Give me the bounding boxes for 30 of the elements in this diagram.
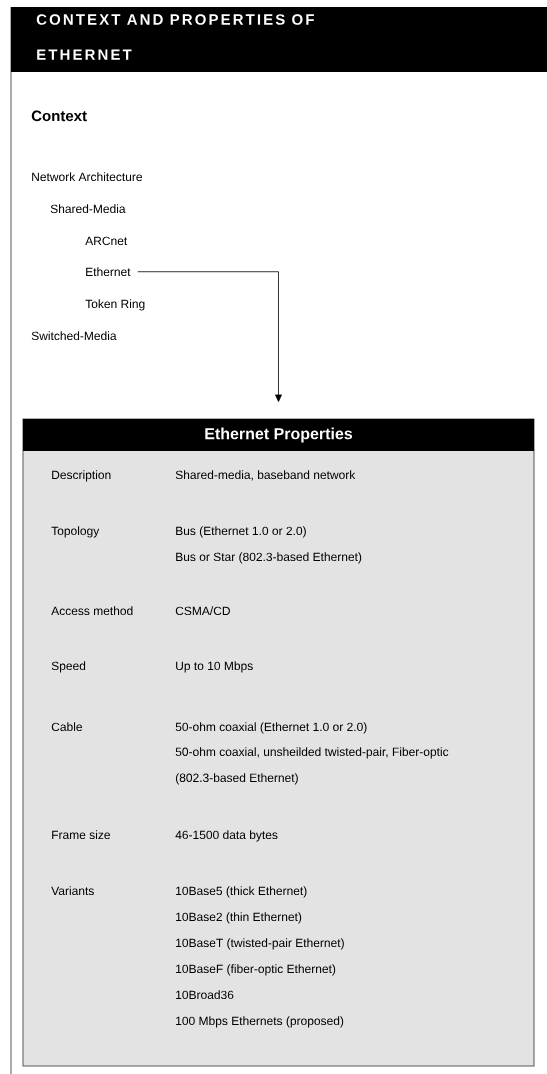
field-value: Bus (Ethernet 1.0 or 2.0) — [176, 526, 306, 538]
field-value: 10BaseT (twisted-pair Ethernet) — [176, 938, 344, 950]
field-value: 50-ohm coaxial, unsheilded twisted-pair, Fiber-optic (802.3-based Ethernet) — [175, 747, 449, 785]
field-value: 50-ohm coaxial (Ethernet 1.0 or 2.0) — [175, 722, 367, 734]
field-label: Speed — [51, 661, 86, 673]
field-value: 100 Mbps Ethernets (proposed) — [176, 1016, 344, 1028]
tree-item: Network Architecture — [32, 172, 142, 182]
field-label: Frame size — [52, 830, 110, 840]
field-label: Access method — [51, 606, 133, 616]
field-value: 46-1500 data bytes — [175, 830, 278, 842]
tree-item: Ethernet — [86, 267, 131, 277]
field-label: Cable — [51, 722, 82, 732]
field-value: 10Broad36 — [176, 990, 234, 1000]
field-value: 10BaseF (fiber-optic Ethernet) — [176, 964, 336, 976]
arrow — [137, 271, 282, 402]
tree-item: Token Ring — [85, 299, 145, 311]
field-value: CSMA/CD — [175, 606, 230, 616]
field-value: Up to 10 Mbps — [176, 661, 253, 673]
field-label: Description — [52, 470, 111, 482]
tree-item: Shared-Media — [50, 204, 126, 214]
field-label: Topology — [51, 526, 100, 538]
tree-item: Switched-Media — [31, 331, 117, 341]
tree-item: ARCnet — [85, 236, 128, 246]
field-value: Bus or Star (802.3-based Ethernet) — [176, 552, 362, 564]
field-value: 10Base5 (thick Ethernet) — [176, 886, 307, 898]
field-value: Shared-media, baseband network — [175, 470, 356, 481]
field-label: Variants — [51, 886, 94, 896]
section-heading: Context — [31, 110, 87, 122]
title-band: CONTEXT AND PROPERTIES OF ETHERNET — [11, 7, 547, 72]
field-value: 10Base2 (thin Ethernet) — [176, 912, 302, 924]
